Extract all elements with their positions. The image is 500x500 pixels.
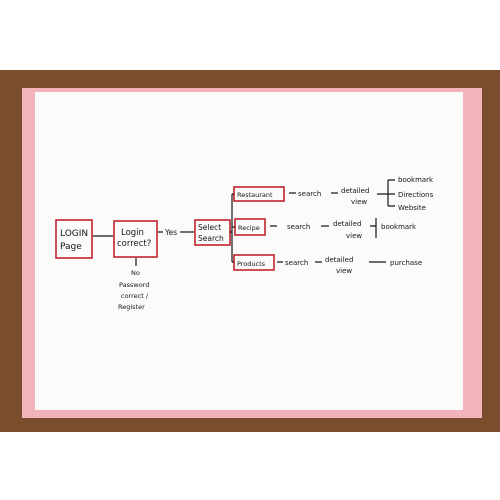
recipe-search: search xyxy=(287,223,310,231)
recipe-detailed-line2: view xyxy=(346,232,362,240)
recipe-bookmark: bookmark xyxy=(381,223,417,231)
restaurant-website: Website xyxy=(398,204,426,212)
restaurant-detailed-line1: detailed xyxy=(341,187,369,195)
login-correct-line2: correct? xyxy=(117,239,151,249)
no-branch-line1: No xyxy=(131,269,140,277)
restaurant-label: Restaurant xyxy=(237,191,273,199)
no-branch-line4: Register xyxy=(118,303,145,311)
products-label: Products xyxy=(237,260,266,268)
login-correct-box xyxy=(113,220,158,258)
select-search-line1: Select xyxy=(198,223,221,232)
no-branch-line3: correct / xyxy=(121,292,149,300)
login-correct-line1: Login xyxy=(121,228,144,238)
restaurant-detailed-line2: view xyxy=(351,198,367,206)
recipe-label: Recipe xyxy=(238,224,260,232)
paper-sheet xyxy=(35,92,463,410)
yes-label: Yes xyxy=(164,228,177,237)
connector-recipe-output xyxy=(370,218,377,238)
restaurant-directions: Directions xyxy=(398,191,434,199)
restaurant-search: search xyxy=(298,190,321,198)
products-detailed-line2: view xyxy=(336,267,352,275)
products-detailed-line1: detailed xyxy=(325,256,353,264)
products-search: search xyxy=(285,259,308,267)
login-page-line1: LOGIN xyxy=(60,229,88,239)
select-search-line2: Search xyxy=(198,234,224,243)
no-branch-line2: Password xyxy=(119,281,149,289)
login-page-box xyxy=(55,219,93,259)
login-page-line2: Page xyxy=(60,242,82,252)
restaurant-bookmark: bookmark xyxy=(398,176,434,184)
products-purchase: purchase xyxy=(390,259,422,267)
recipe-detailed-line1: detailed xyxy=(333,220,361,228)
connector-restaurant-outputs xyxy=(377,179,395,207)
connector-select-branches xyxy=(230,193,235,263)
